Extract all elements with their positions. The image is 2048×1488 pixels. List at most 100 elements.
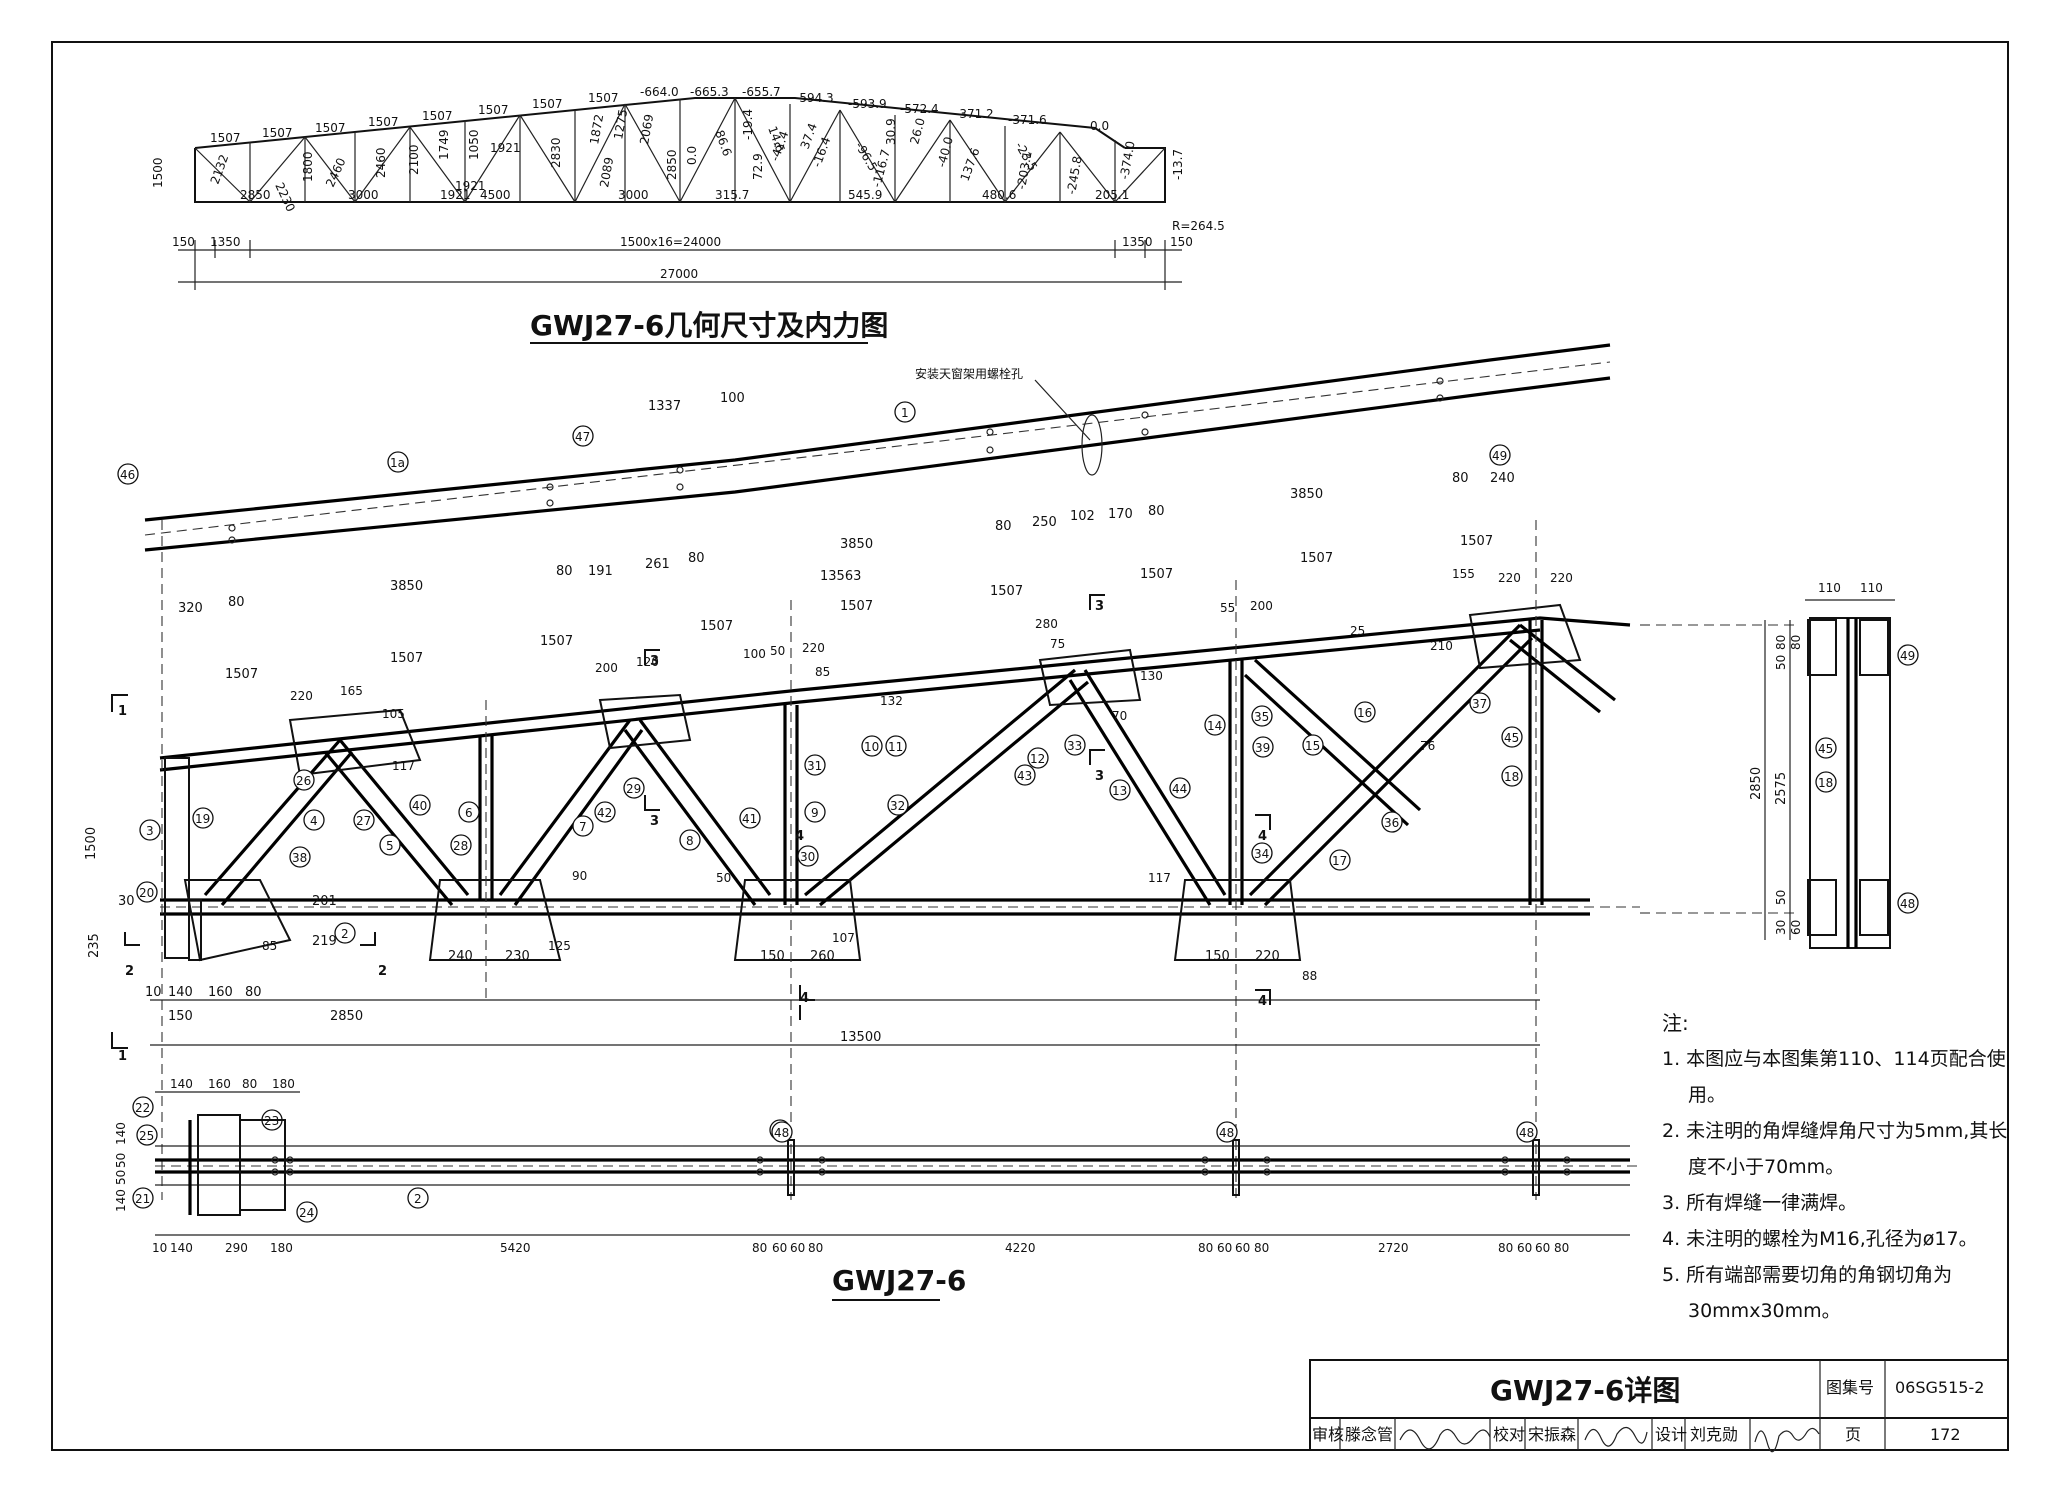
bottom-dim-3: 150: [168, 1009, 193, 1024]
web-label-1: 2230: [272, 180, 298, 214]
top-dim-16: 80: [228, 595, 245, 610]
top-force-7: 1507: [588, 91, 619, 105]
plan-bdim-10: 80: [1198, 1241, 1213, 1255]
web-label-4: 2460: [374, 147, 388, 178]
top-force-6: 1507: [532, 97, 563, 111]
dim-1350-left: 1350: [210, 235, 241, 249]
callout-39: 39: [1255, 741, 1270, 755]
top-force-11: -594.3: [795, 91, 834, 105]
atlas-no: 06SG515-2: [1895, 1378, 1984, 1397]
top-dim-13: 80: [1452, 471, 1469, 486]
bottom-plan: 140 160 80 180 10 140 290 180 5420 80 60…: [114, 1077, 1640, 1301]
plan-title: GWJ27-6: [832, 1264, 966, 1297]
web-label-7: 1050: [467, 129, 481, 160]
top-dim-2: 80: [556, 564, 573, 579]
top-diagram-title: GWJ27-6几何尺寸及内力图: [530, 309, 888, 342]
top-height-label: 1500: [151, 157, 165, 188]
callout-40: 40: [412, 799, 427, 813]
callout-8: 8: [686, 834, 694, 848]
plan-bdim-16: 60: [1517, 1241, 1532, 1255]
bottom-dim-12: 219: [312, 934, 337, 949]
callout-28: 28: [453, 839, 468, 853]
top-force-14: -371.2: [955, 107, 994, 121]
side-height: 2850: [1749, 767, 1764, 800]
panel-dim-6: 1507: [390, 651, 423, 666]
plan-callout-48c: 48: [1519, 1126, 1534, 1140]
section-3-b: 3: [650, 814, 659, 829]
web-label-13: 2069: [637, 113, 656, 146]
callout-24: 24: [299, 1206, 314, 1220]
plan-bdim-14: 2720: [1378, 1241, 1409, 1255]
web-label-9: 1921: [490, 141, 521, 155]
web-label-12: 1275: [611, 108, 630, 141]
gusset-dim-4: 200: [595, 661, 618, 675]
checker-signature: [1584, 1426, 1648, 1447]
web-label-20: 72.9: [751, 153, 765, 180]
callout-44: 44: [1172, 782, 1187, 796]
gusset-dim-7: 50: [770, 644, 785, 658]
callout-6: 6: [465, 806, 473, 820]
callout-1: 1: [901, 406, 909, 420]
top-force-2: 1507: [315, 121, 346, 135]
web-label-0: 2132: [208, 153, 232, 186]
panel-dim-3: 1507: [700, 619, 733, 634]
top-force-15: -371.6: [1008, 113, 1047, 127]
bottom-label-2: 1921: [440, 188, 471, 202]
section-4-a: 4: [1258, 829, 1267, 844]
top-dim-7: 80: [995, 519, 1012, 534]
callout-38: 38: [292, 851, 307, 865]
section-3-d: 3: [1095, 769, 1104, 784]
gusset-dim-9: 85: [815, 665, 830, 679]
sheet-border: [51, 41, 2009, 1451]
bottom-dim-8: 150: [760, 949, 785, 964]
top-dim-15: 320: [178, 601, 203, 616]
web-label-26: 26.0: [907, 116, 927, 145]
callout-18: 18: [1504, 770, 1519, 784]
top-dim-11: 80: [1148, 504, 1165, 519]
callout-35: 35: [1254, 710, 1269, 724]
gusset-dim-10: 280: [1035, 617, 1058, 631]
callout-4: 4: [310, 814, 318, 828]
plan-bdim-1: 140: [170, 1241, 193, 1255]
callout-42: 42: [597, 806, 612, 820]
web-label-14: 2089: [597, 156, 616, 189]
plan-bdim-4: 5420: [500, 1241, 531, 1255]
callout-27: 27: [356, 814, 371, 828]
gusset-dim-11: 75: [1050, 637, 1065, 651]
gusset-dim-15: 220: [1498, 571, 1521, 585]
callout-5: 5: [386, 839, 394, 853]
bottom-label-3: 4500: [480, 188, 511, 202]
top-force-16: 0.0: [1090, 119, 1109, 133]
bottom-dim-9: 260: [810, 949, 835, 964]
gusset-dim-16: 220: [1550, 571, 1573, 585]
web-label-25: 30.9: [884, 118, 898, 145]
section-4-b: 4: [1258, 994, 1267, 1009]
web-label-5: 2100: [407, 144, 421, 175]
top-dim-17: 3850: [390, 579, 423, 594]
callout-49: 49: [1492, 449, 1507, 463]
plan-vdim-0: 140: [114, 1122, 128, 1145]
member-callouts: 1a 1 2 3 4 5 6 7 8 9 10 11 12 13 14 15 1…: [117, 401, 1523, 1223]
title-block: GWJ27-6详图 图集号 06SG515-2 审核 滕念管 校对 宋振森 设计…: [1309, 1359, 2009, 1453]
callout-15: 15: [1305, 739, 1320, 753]
section-1-bottom: 1: [118, 1049, 127, 1064]
callout-41: 41: [742, 812, 757, 826]
reaction-label: R=264.5: [1172, 219, 1225, 233]
gusset-dim-14: 155: [1452, 567, 1475, 581]
designer-name: 刘克勋: [1690, 1425, 1738, 1444]
web-label-33: -374.0: [1117, 140, 1138, 181]
top-force-12: -593.9: [848, 97, 887, 111]
bottom-dim-15: 30: [118, 894, 135, 909]
side-vdim-3: 50: [1774, 890, 1788, 905]
plan-top-dim-0: 140: [170, 1077, 193, 1091]
side-callout-48: 48: [1900, 897, 1915, 911]
panel-dim-0: 13563: [820, 569, 861, 584]
plan-callout-2: 2: [414, 1192, 422, 1206]
bottom-dim-1: 160: [208, 985, 233, 1000]
side-top-dim-0: 110: [1818, 581, 1841, 595]
review-label: 审核: [1312, 1425, 1344, 1444]
design-label: 设计: [1655, 1425, 1687, 1444]
side-vdim-6: 60: [1789, 920, 1803, 935]
callout-30: 30: [800, 850, 815, 864]
plan-bdim-5: 80: [752, 1241, 767, 1255]
